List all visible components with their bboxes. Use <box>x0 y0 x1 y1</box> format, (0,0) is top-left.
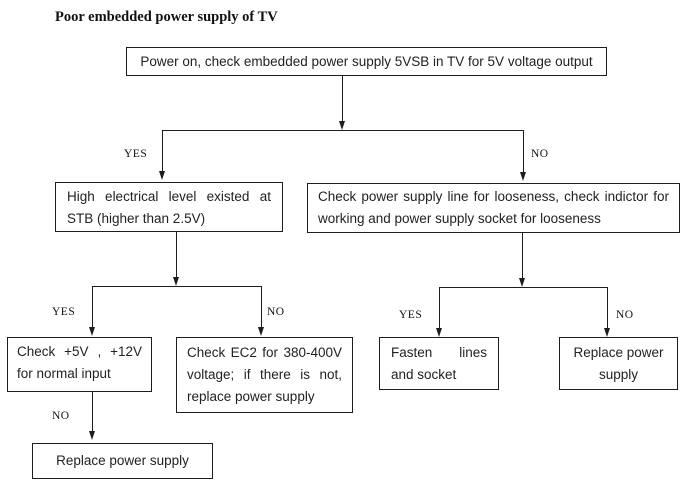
branch-label-yes-3: YES <box>399 309 423 321</box>
connector-yes2-down <box>92 286 94 327</box>
text-line: STB (higher than 2.5V) <box>67 211 206 226</box>
text-line: and socket <box>391 367 457 382</box>
text-line: Check power supply line for looseness, c… <box>318 189 669 204</box>
arrowhead-down-icon <box>339 121 345 130</box>
text-line: Replace power <box>573 344 664 360</box>
text-line: Power on, check embedded power supply 5V… <box>140 53 593 69</box>
arrowhead-down-icon <box>436 328 442 337</box>
text-line: Fasten lines <box>391 345 487 360</box>
connector-no2-down <box>261 286 263 327</box>
node-check-5v-12v: Check +5V , +12V for normal input <box>7 337 152 392</box>
connector-split3-horizontal <box>439 287 607 289</box>
connector-no3-down <box>607 287 609 328</box>
arrowhead-down-icon <box>173 277 179 286</box>
node-replace-power-supply-left: Replace power supply <box>32 443 213 479</box>
text-line: Check EC2 for 380-400V <box>187 345 342 360</box>
text-line: Check +5V , +12V <box>17 344 142 359</box>
arrowhead-down-icon <box>520 172 526 181</box>
branch-label-no-4: NO <box>52 410 70 422</box>
arrowhead-down-icon <box>604 328 610 337</box>
text-line: working and power supply socket for loos… <box>318 211 601 226</box>
connector-yes3-down <box>439 287 441 328</box>
connector-yes1-down <box>162 130 164 171</box>
connector-no1-down <box>523 130 525 172</box>
arrowhead-down-icon <box>89 327 95 336</box>
node-fasten-lines-socket: Fasten lines and socket <box>379 337 499 390</box>
branch-label-yes-2: YES <box>52 306 76 318</box>
branch-label-no-1: NO <box>531 148 549 160</box>
node-power-on-check-5vsb: Power on, check embedded power supply 5V… <box>126 47 607 76</box>
arrowhead-down-icon <box>89 431 95 440</box>
arrowhead-down-icon <box>519 278 525 287</box>
connector-start-down <box>342 76 344 122</box>
connector-checkline-down <box>522 233 524 278</box>
text-line: High electrical level existed at <box>67 189 271 204</box>
connector-split1-horizontal <box>162 130 524 132</box>
arrowhead-down-icon <box>258 327 264 336</box>
text-line: for normal input <box>17 366 111 381</box>
node-check-supply-line: Check power supply line for looseness, c… <box>307 183 680 233</box>
branch-label-no-2: NO <box>267 306 285 318</box>
branch-label-yes-1: YES <box>124 148 148 160</box>
connector-split2-horizontal <box>92 286 262 288</box>
text-line: voltage; if there is not, <box>187 367 342 382</box>
node-check-ec2: Check EC2 for 380-400V voltage; if there… <box>176 337 353 413</box>
node-high-level-stb: High electrical level existed at STB (hi… <box>55 182 283 232</box>
text-line: supply <box>598 366 639 382</box>
text-line: replace power supply <box>187 389 315 404</box>
diagram-title: Poor embedded power supply of TV <box>55 9 278 25</box>
text-line: Replace power supply <box>56 453 189 468</box>
connector-stb-down <box>176 232 178 277</box>
node-replace-power-supply-right: Replace power supply <box>559 337 678 390</box>
branch-label-no-3: NO <box>616 309 634 321</box>
connector-no4-down <box>92 392 94 431</box>
arrowhead-down-icon <box>159 171 165 180</box>
